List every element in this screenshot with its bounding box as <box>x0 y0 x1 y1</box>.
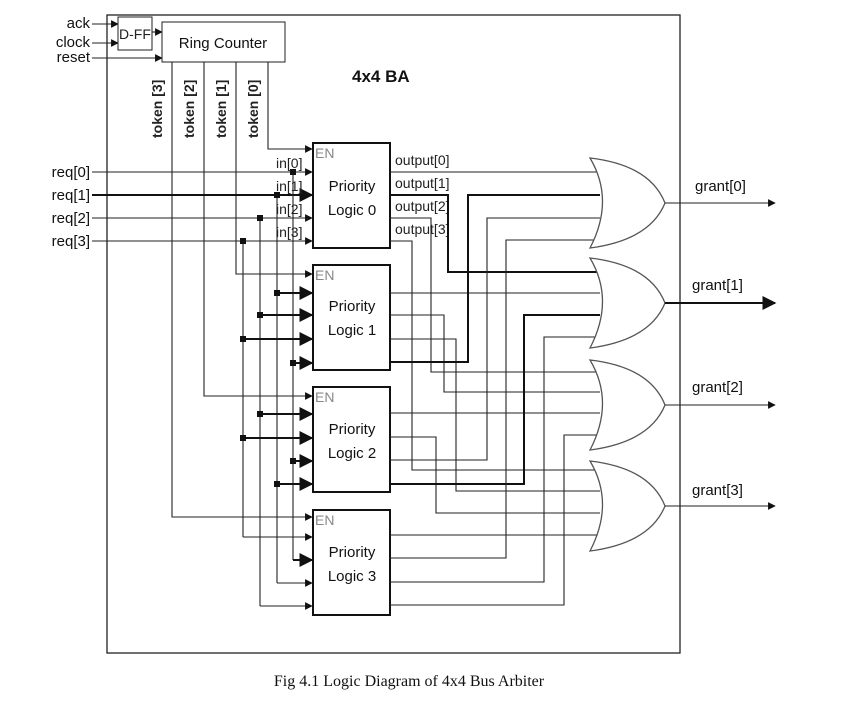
ring-counter-label: Ring Counter <box>179 35 267 52</box>
en-label: EN <box>315 145 334 161</box>
block-label-line1: Priority <box>329 178 376 195</box>
priority-logic-0-box <box>312 142 391 249</box>
junction-dot <box>257 215 263 221</box>
req-0-label: req[0] <box>52 164 90 181</box>
output-1-label: output[1] <box>395 175 450 191</box>
dff-label: D-FF <box>119 26 151 42</box>
output-2-label: output[2] <box>395 198 450 214</box>
token-1-label: token [1] <box>213 80 229 138</box>
req-3-label: req[3] <box>52 233 90 250</box>
figure-caption: Fig 4.1 Logic Diagram of 4x4 Bus Arbiter <box>274 673 545 690</box>
clock-label: clock <box>56 34 91 51</box>
block-label-line2: Logic 3 <box>328 568 376 585</box>
priority-logic-1-box <box>312 264 391 371</box>
junction-dot <box>274 290 280 296</box>
request-inputs: req[0] req[1] req[2] req[3] <box>52 164 314 606</box>
or-gates <box>588 157 666 552</box>
or-gate-3 <box>588 460 666 552</box>
junction-dot <box>290 458 296 464</box>
token-2-label: token [2] <box>181 80 197 138</box>
in-3-label: in[3] <box>276 224 302 240</box>
or-gate-2 <box>588 359 666 451</box>
junction-dot <box>290 360 296 366</box>
token-2-wire <box>203 62 313 400</box>
ring-counter-block <box>161 21 286 63</box>
dff-block <box>117 16 153 51</box>
token-wires <box>171 62 313 521</box>
in-1-label: in[1] <box>276 178 302 194</box>
arbiter-title: 4x4 BA <box>352 67 410 86</box>
req-2-label: req[2] <box>52 210 90 227</box>
block-1-inputs <box>240 286 314 370</box>
priority-logic-0: EN Priority Logic 0 in[0] in[1] in[2] in… <box>276 142 450 249</box>
output-3-label: output[3] <box>395 221 450 237</box>
block-label-line1: Priority <box>329 421 376 438</box>
en-label: EN <box>315 389 334 405</box>
en-label: EN <box>315 267 334 283</box>
block-label-line2: Logic 2 <box>328 445 376 462</box>
priority-logic-2: EN Priority Logic 2 <box>312 386 391 493</box>
token-3-wire <box>171 62 313 521</box>
output-0-label: output[0] <box>395 152 450 168</box>
block-0-output-wires <box>390 171 600 471</box>
token-0-wire <box>267 62 313 153</box>
block-2-output-wires <box>390 217 600 514</box>
in-2-label: in[2] <box>276 201 302 217</box>
grant-3-label: grant[3] <box>692 482 743 499</box>
block-label-line1: Priority <box>329 298 376 315</box>
en-label: EN <box>315 512 334 528</box>
junction-dot <box>240 238 246 244</box>
or-gate-0 <box>588 157 666 249</box>
junction-dot <box>274 192 280 198</box>
control-inputs: ack clock reset <box>56 15 163 66</box>
grant-outputs: grant[0] grant[1] grant[2] grant[3] <box>665 178 777 510</box>
block-label-line1: Priority <box>329 544 376 561</box>
grant-2-label: grant[2] <box>692 379 743 396</box>
req-1-label: req[1] <box>52 187 90 204</box>
priority-logic-1: EN Priority Logic 1 <box>312 264 391 371</box>
block-label-line2: Logic 0 <box>328 202 376 219</box>
junction-dot <box>240 435 246 441</box>
block-2-inputs <box>240 407 314 491</box>
block-1-output-wires <box>390 194 600 492</box>
block-label-line2: Logic 1 <box>328 322 376 339</box>
junction-dot <box>257 312 263 318</box>
junction-dot <box>257 411 263 417</box>
priority-logic-3-box <box>312 509 391 616</box>
block-3-output-wires <box>390 239 600 606</box>
or-gate-1 <box>588 257 666 349</box>
reset-label: reset <box>57 49 91 66</box>
token-0-label: token [0] <box>245 80 261 138</box>
token-3-label: token [3] <box>149 80 165 138</box>
token-1-wire <box>235 62 313 278</box>
priority-logic-2-box <box>312 386 391 493</box>
block-3-inputs <box>243 533 314 610</box>
grant-0-label: grant[0] <box>695 178 746 195</box>
priority-logic-3: EN Priority Logic 3 <box>312 509 391 616</box>
grant-1-label: grant[1] <box>692 277 743 294</box>
junction-dot <box>240 336 246 342</box>
ack-label: ack <box>67 15 91 32</box>
junction-dot <box>274 481 280 487</box>
in-0-label: in[0] <box>276 155 302 171</box>
junction-dot <box>290 169 296 175</box>
arbiter-frame <box>106 14 681 654</box>
